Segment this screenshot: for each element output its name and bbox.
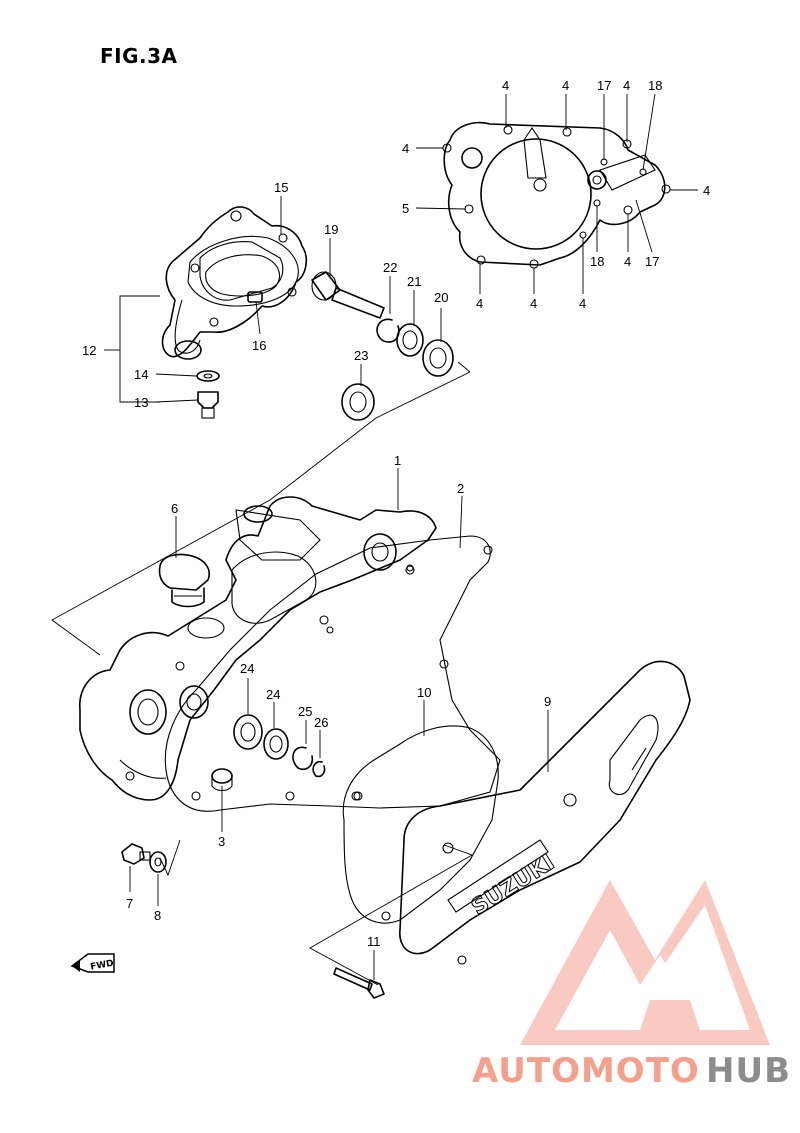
fwd-arrow: FWD [70,953,115,973]
explosion-guide-lines [51,361,474,986]
callout-4: 4 [402,141,409,156]
figure-title: FIG.3A [100,44,178,68]
bearing-21 [396,323,424,357]
bearing-24a [233,714,263,750]
callout-4: 4 [623,78,630,93]
callout-5: 5 [402,201,409,216]
callout-8: 8 [154,908,161,923]
watermark-hub: HUB [706,1051,791,1091]
callout-16: 16 [252,338,266,353]
circlip-26 [312,760,326,778]
callout-4: 4 [703,183,710,198]
oil-seal-23 [341,383,375,421]
callout-22: 22 [383,260,397,275]
generator-cover-gasket [342,700,499,924]
callout-4: 4 [502,78,509,93]
callout-7: 7 [126,896,133,911]
callout-4: 4 [624,254,631,269]
callout-14: 14 [134,367,148,382]
watermark-logo [520,880,770,1045]
callout-9: 9 [544,694,551,709]
fwd-label: FWD [90,959,115,973]
water-pump-gasket [187,235,299,307]
callout-21: 21 [407,274,421,289]
callout-4: 4 [579,296,586,311]
callout-6: 6 [171,501,178,516]
callout-4: 4 [530,296,537,311]
callout-18: 18 [590,254,604,269]
circlip-25 [292,746,314,771]
bearing-24b [263,728,289,760]
clutch-cover-leaders [415,93,698,294]
callout-23: 23 [354,348,368,363]
impeller-shaft [311,271,385,319]
callout-11: 11 [367,934,381,949]
callout-3: 3 [218,834,225,849]
callout-4: 4 [562,78,569,93]
clutch-cover-upper [442,121,671,269]
callout-26: 26 [314,715,328,730]
drain-bolt-and-washer [196,370,220,419]
watermark-automoto: AUTOMOTO [472,1051,700,1091]
pump-dowel-pin [247,291,263,303]
callout-4: 4 [476,296,483,311]
callout-10: 10 [417,685,431,700]
circlip-22 [376,318,400,343]
callout-25: 25 [298,704,312,719]
water-pump-leaders [255,196,442,386]
bolt-11 [333,950,385,999]
callout-18: 18 [648,78,662,93]
callout-17: 17 [597,78,611,93]
oil-filler-cap [158,553,210,608]
callout-12: 12 [82,343,96,358]
washer-8 [149,851,167,906]
callout-17: 17 [645,254,659,269]
oil-seal-20 [422,339,454,377]
crankcase-cover [79,496,437,801]
crankcase-leaders [175,468,463,832]
water-pump-group-bracket [104,295,199,403]
suzuki-logo: SUZUKI [467,850,559,920]
callout-numbers: 4 4 17 4 18 4 5 4 4 4 4 18 4 17 15 19 22… [82,78,710,949]
watermark-text: AUTOMOTO HUB [472,1051,791,1091]
callout-13: 13 [134,395,148,410]
callout-24: 24 [240,661,254,676]
callout-2: 2 [457,481,464,496]
callout-20: 20 [434,290,448,305]
callout-24: 24 [266,687,280,702]
water-pump-cover [161,206,308,360]
bolt-7 [121,843,151,892]
callout-1: 1 [394,453,401,468]
callout-19: 19 [324,222,338,237]
callout-15: 15 [274,180,288,195]
